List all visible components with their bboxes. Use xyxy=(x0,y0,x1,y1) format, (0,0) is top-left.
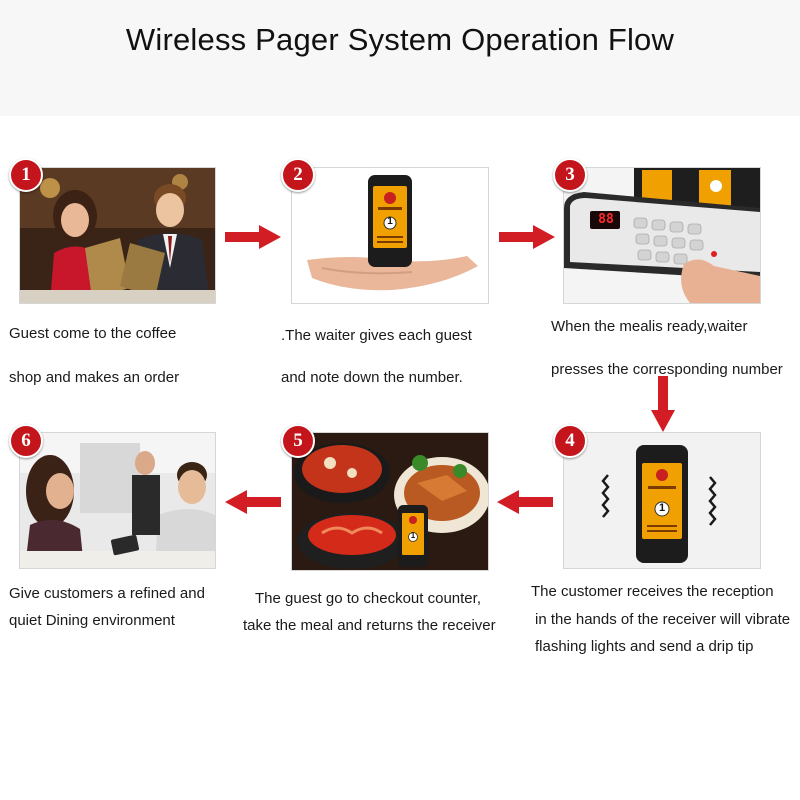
step-3-caption-line-2: presses the corresponding number xyxy=(551,361,783,378)
step-2-caption-line-2: and note down the number. xyxy=(281,369,463,386)
step-badge-1: 1 xyxy=(9,158,43,192)
step-image-2-pager-on-hand: 1 xyxy=(292,168,488,303)
step-4-caption-line-1: The customer receives the reception xyxy=(531,583,774,600)
step-badge-6: 6 xyxy=(9,424,43,458)
arrow-left-icon xyxy=(225,490,281,514)
page-title: Wireless Pager System Operation Flow xyxy=(125,22,675,57)
pager-number-step-2: 1 xyxy=(387,216,393,227)
arrow-right-icon xyxy=(225,225,281,249)
step-badge-5: 5 xyxy=(281,424,315,458)
step-1-caption-line-2: shop and makes an order xyxy=(9,369,180,386)
arrow-right-icon xyxy=(499,225,555,249)
step-5-caption-line-1: The guest go to checkout counter, xyxy=(255,590,481,607)
transmitter-display: 88 xyxy=(598,212,614,227)
step-image-6-dining-couple xyxy=(20,433,215,568)
pager-number-step-4: 1 xyxy=(658,502,666,514)
step-2-caption-line-1: .The waiter gives each guest xyxy=(281,327,472,344)
step-6-caption-line-1: Give customers a refined and xyxy=(9,585,205,602)
step-image-5-meal-with-pager: 1 xyxy=(292,433,488,570)
header-band xyxy=(0,0,800,116)
pager-number-step-5: 1 xyxy=(410,531,416,540)
step-6-caption-line-2: quiet Dining environment xyxy=(9,612,175,629)
step-image-3-transmitter-keypad: 88 xyxy=(564,168,760,303)
step-badge-4: 4 xyxy=(553,424,587,458)
arrow-left-icon xyxy=(497,490,553,514)
step-4-caption-line-3: flashing lights and send a drip tip xyxy=(535,638,754,655)
step-image-4-vibrating-pager: 1 xyxy=(564,433,760,568)
step-4-caption-line-2: in the hands of the receiver will vibrat… xyxy=(535,611,791,628)
arrow-down-icon xyxy=(651,376,675,432)
step-badge-2: 2 xyxy=(281,158,315,192)
step-1-caption-line-1: Guest come to the coffee xyxy=(9,325,177,342)
step-image-1-guests-ordering xyxy=(20,168,215,303)
step-badge-3: 3 xyxy=(553,158,587,192)
step-5-caption-line-2: take the meal and returns the receiver xyxy=(243,617,496,634)
step-3-caption-line-1: When the mealis ready,waiter xyxy=(551,318,748,335)
